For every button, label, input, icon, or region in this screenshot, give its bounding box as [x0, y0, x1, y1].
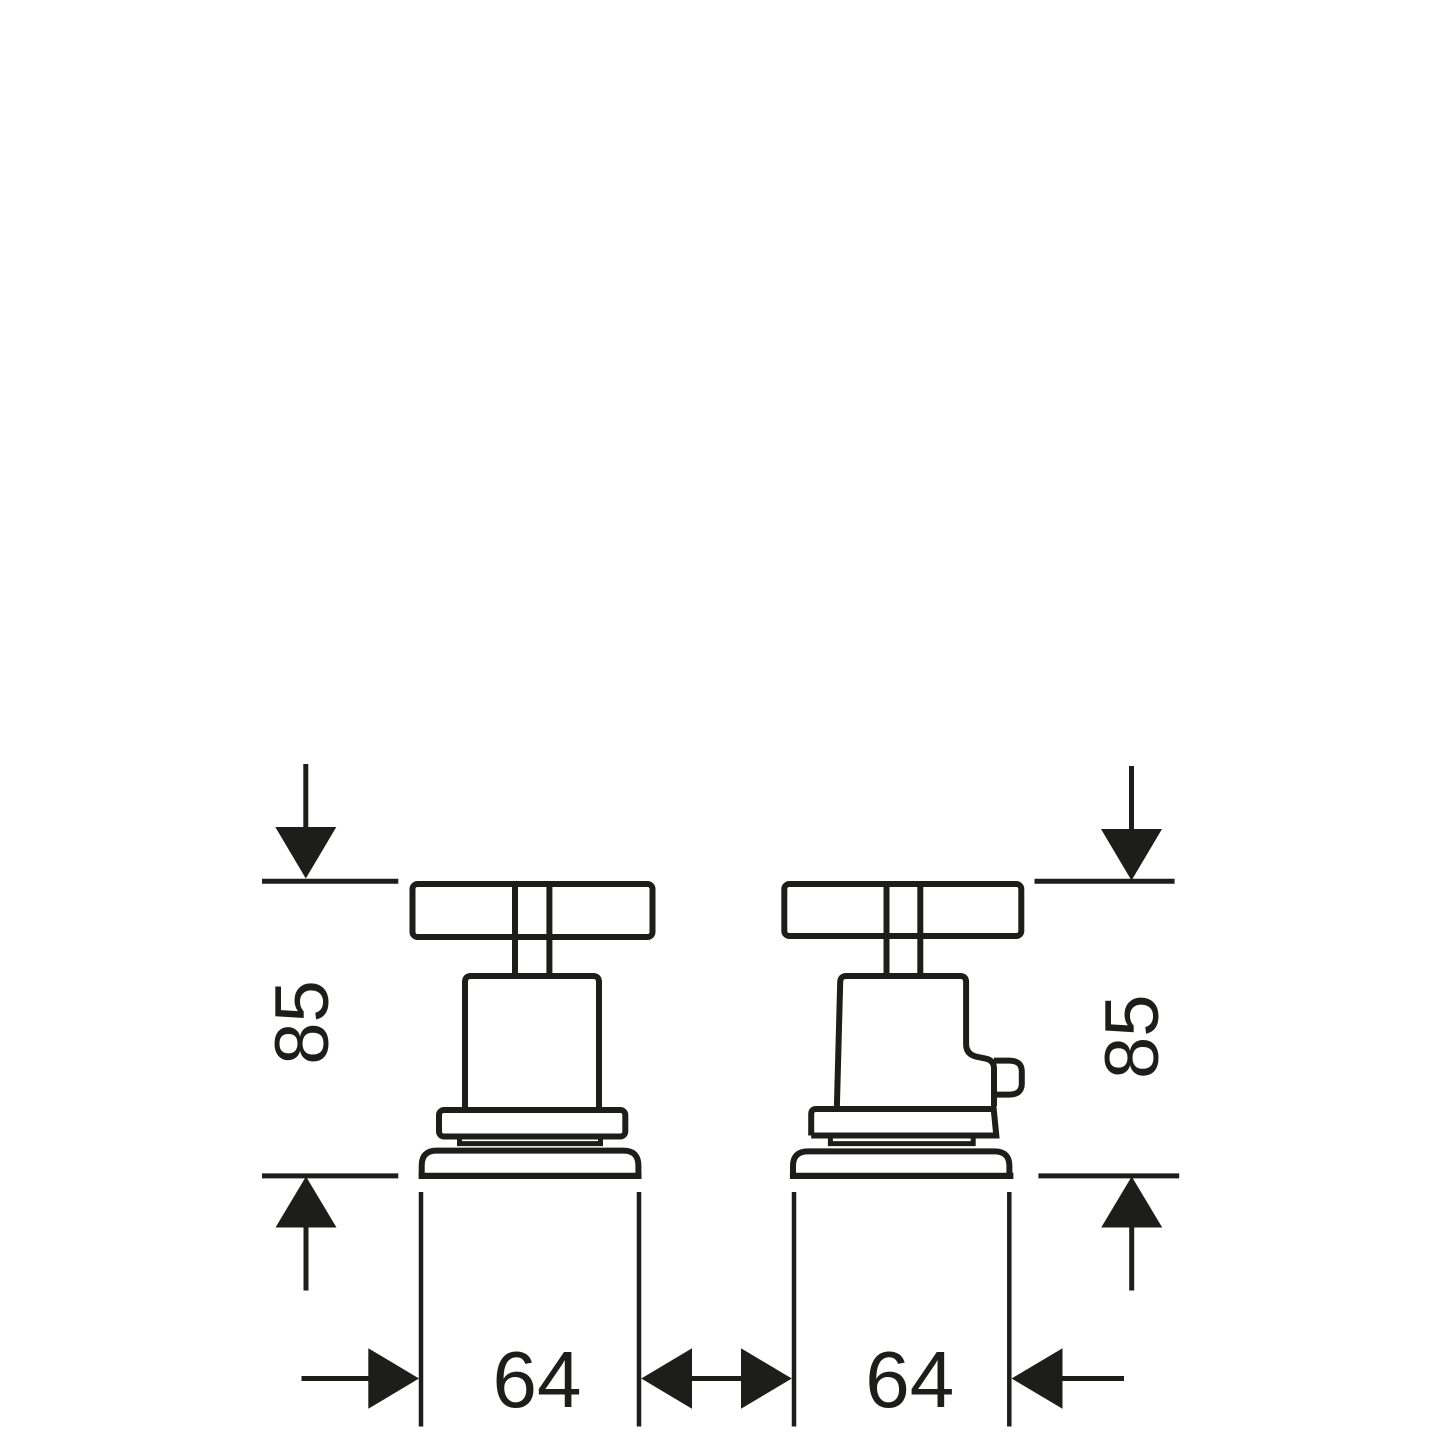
svg-text:64: 64 — [493, 1335, 582, 1424]
svg-text:64: 64 — [865, 1335, 954, 1424]
svg-text:85: 85 — [1090, 994, 1175, 1079]
svg-text:85: 85 — [260, 980, 345, 1065]
